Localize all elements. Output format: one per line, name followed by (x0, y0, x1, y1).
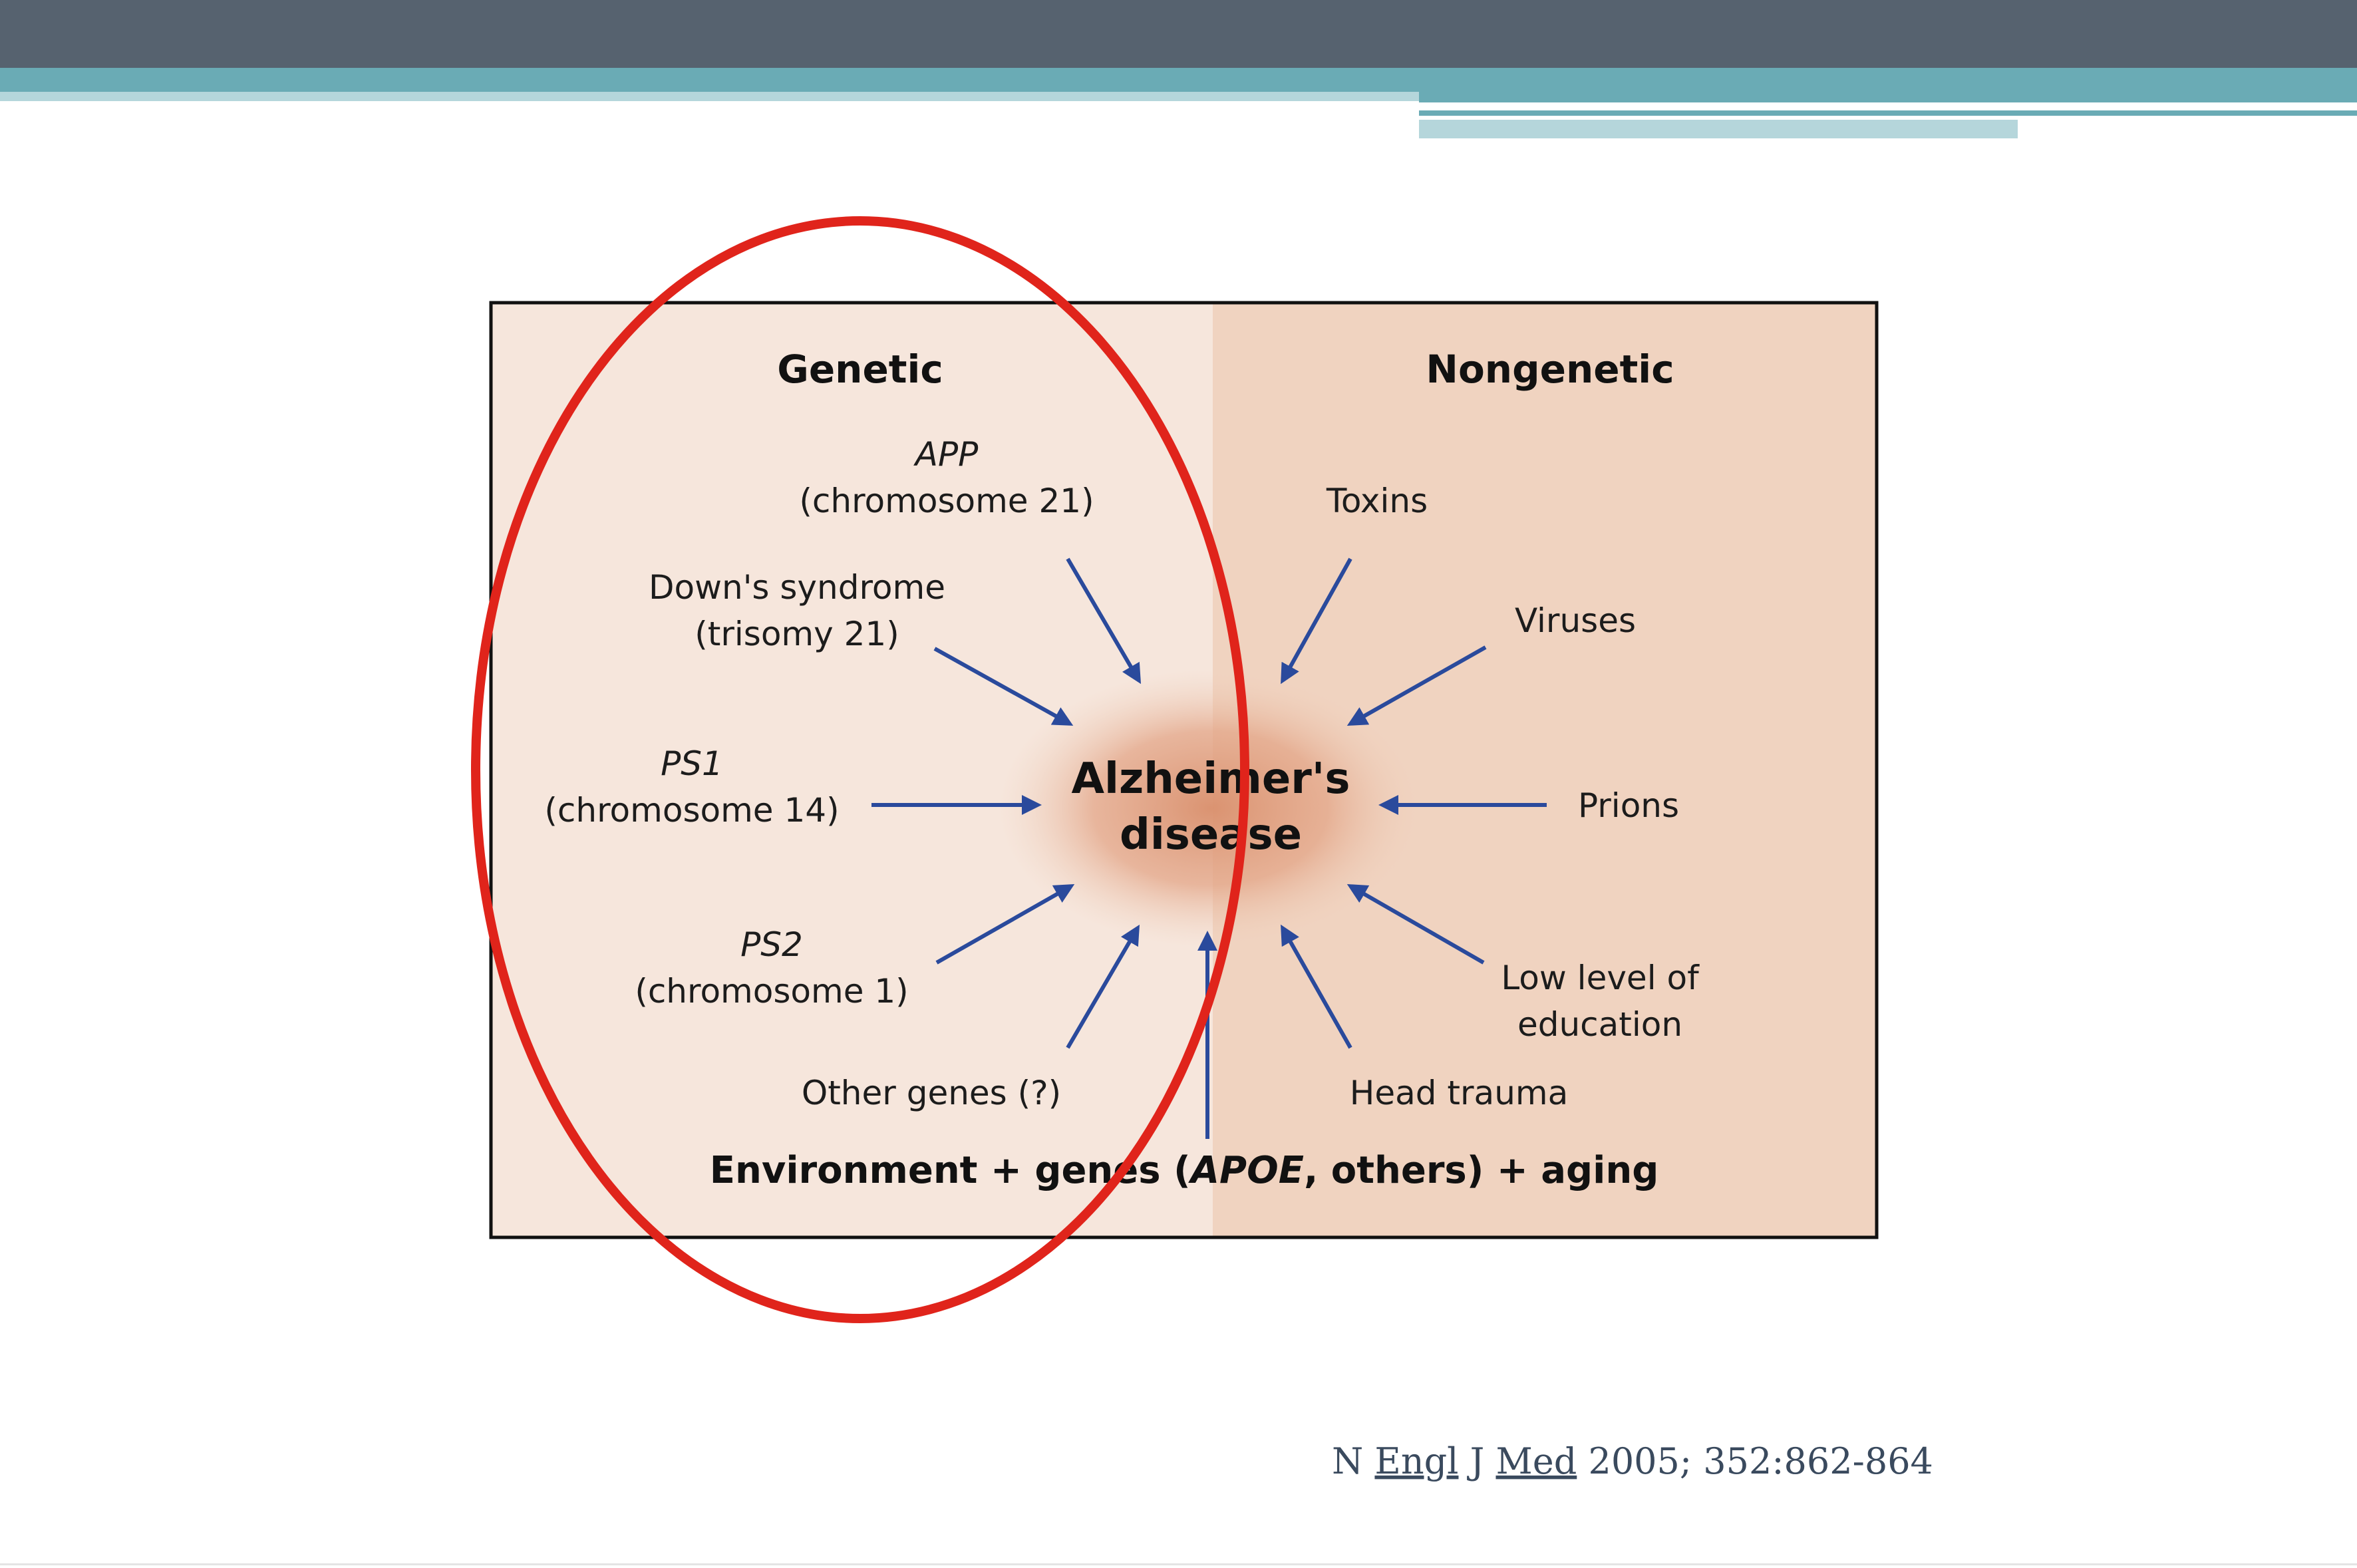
ps1-chromosome: (chromosome 14) (544, 791, 839, 830)
citation-engl: Engl (1374, 1440, 1458, 1482)
arrow-toxins (1281, 557, 1352, 685)
toxins-label: Toxins (1326, 482, 1428, 520)
bottom-text-part2: , others) + aging (1304, 1149, 1658, 1192)
citation-details: 2005; 352:862-864 (1588, 1440, 1933, 1482)
slide-header-bars (0, 0, 2357, 138)
citation-med: Med (1495, 1440, 1577, 1482)
alzheimers-diagram: Genetic Nongenetic APP (chromosome 21) D… (489, 301, 1879, 1239)
arrow-ps2 (935, 884, 1075, 965)
app-chromosome: (chromosome 21) (799, 482, 1094, 520)
head-trauma-label: Head trauma (1350, 1074, 1568, 1112)
factor-arrows (871, 557, 1547, 1139)
citation-n: N (1332, 1440, 1363, 1482)
ps2-chromosome: (chromosome 1) (635, 972, 908, 1011)
downs-trisomy: (trisomy 21) (695, 615, 899, 653)
header-bar-light-left (0, 92, 1419, 101)
diagram-border (489, 301, 1879, 1239)
citation-j: J (1467, 1440, 1485, 1482)
genetic-header: Genetic (777, 347, 943, 392)
prions-label: Prions (1578, 786, 1679, 825)
arrow-other-genes (1066, 924, 1140, 1049)
disease-title-line2: disease (1120, 810, 1302, 860)
ps1-label: PS1 (661, 744, 723, 783)
app-label: APP (913, 435, 979, 474)
header-bar-light-right (1419, 120, 2018, 138)
environment-genes-aging: Environment + genes (APOE, others) + agi… (710, 1149, 1659, 1192)
education-label-line1: Low level of (1501, 959, 1700, 997)
arrow-app (1066, 557, 1142, 685)
disease-glow (998, 669, 1424, 948)
header-bar-dark (0, 0, 2357, 68)
arrow-viruses (1346, 645, 1487, 726)
bottom-text-apoe: APOE (1188, 1149, 1304, 1192)
arrow-education (1346, 884, 1485, 965)
other-genes-label: Other genes (?) (802, 1074, 1061, 1112)
header-bar-thin-right (1419, 110, 2357, 116)
education-label-line2: education (1517, 1005, 1682, 1044)
nongenetic-header: Nongenetic (1426, 347, 1674, 392)
citation: N Engl J Med 2005; 352:862-864 (1332, 1440, 1933, 1482)
arrow-downs (933, 647, 1074, 726)
header-bar-teal-right (1419, 92, 2357, 102)
arrow-head-trauma (1281, 924, 1352, 1049)
ps2-label: PS2 (740, 925, 803, 964)
downs-label: Down's syndrome (649, 568, 945, 607)
viruses-label: Viruses (1515, 601, 1636, 640)
header-bar-teal (0, 68, 2357, 92)
disease-title-line1: Alzheimer's (1072, 754, 1350, 804)
slide-bottom-rule (0, 1563, 2357, 1565)
genetic-highlight-ellipse (471, 216, 1249, 1323)
